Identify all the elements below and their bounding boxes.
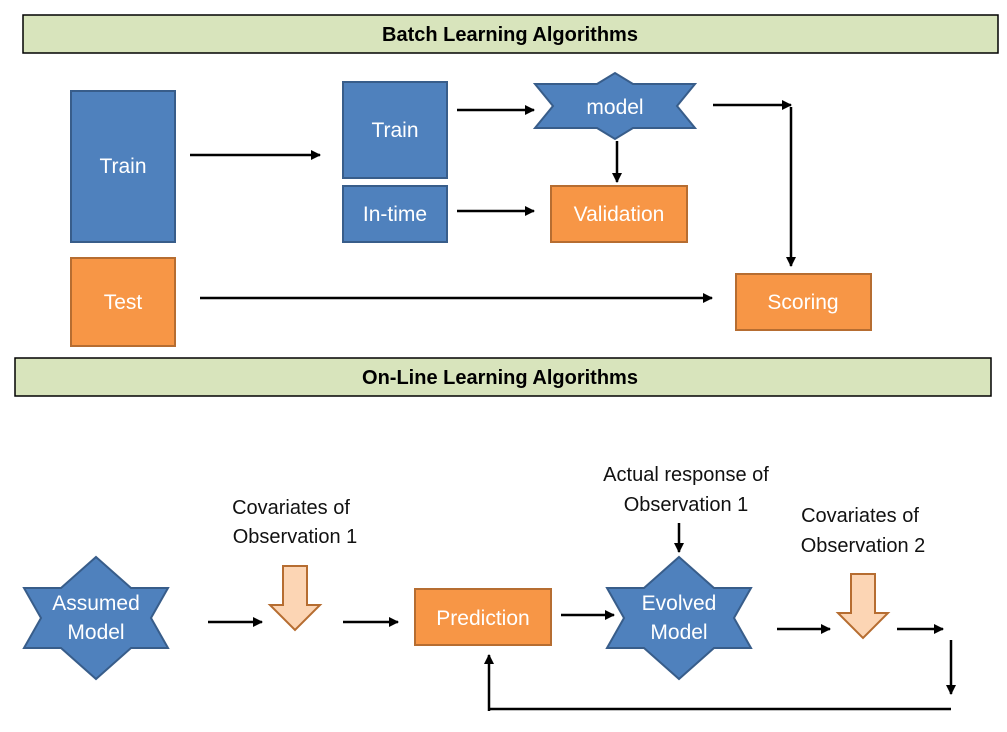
in-time-box bbox=[342, 185, 448, 243]
in-time-label: In-time bbox=[363, 203, 427, 226]
validation-box bbox=[550, 185, 688, 243]
covariates-1-line-2: Observation 1 bbox=[233, 526, 358, 548]
scoring-box bbox=[735, 273, 872, 331]
covariates-1-down-arrow bbox=[267, 565, 323, 632]
test-label: Test bbox=[104, 291, 143, 314]
covariates-2-line-1: Covariates of bbox=[801, 505, 919, 527]
assumed-model-label-1: Assumed bbox=[52, 592, 140, 615]
test-box bbox=[70, 257, 176, 347]
model-shape bbox=[532, 71, 698, 141]
train-label: Train bbox=[371, 119, 418, 142]
evolved-model-label-2: Model bbox=[650, 621, 707, 644]
model-label: model bbox=[586, 96, 643, 119]
prediction-box bbox=[414, 588, 552, 646]
scoring-label: Scoring bbox=[767, 291, 838, 314]
actual-response-line-2: Observation 1 bbox=[624, 494, 749, 516]
train-full-label: Train bbox=[99, 155, 146, 178]
covariates-1-line-1: Covariates of bbox=[232, 497, 350, 519]
batch-header-box bbox=[22, 14, 999, 54]
evolved-model-star bbox=[605, 555, 753, 681]
assumed-model-star bbox=[22, 555, 170, 681]
online-arrows bbox=[208, 523, 956, 711]
validation-label: Validation bbox=[574, 203, 665, 226]
evolved-model-label-1: Evolved bbox=[642, 592, 717, 615]
actual-response-line-1: Actual response of bbox=[603, 464, 769, 486]
train-full-box bbox=[70, 90, 176, 243]
batch-arrows bbox=[190, 100, 796, 303]
online-header-box bbox=[14, 357, 992, 397]
online-header-title: On-Line Learning Algorithms bbox=[362, 367, 638, 389]
prediction-label: Prediction bbox=[436, 607, 529, 630]
batch-header-title: Batch Learning Algorithms bbox=[382, 24, 638, 46]
assumed-model-label-2: Model bbox=[67, 621, 124, 644]
covariates-2-line-2: Observation 2 bbox=[801, 535, 926, 557]
train-box bbox=[342, 81, 448, 179]
covariates-2-down-arrow bbox=[835, 573, 891, 640]
